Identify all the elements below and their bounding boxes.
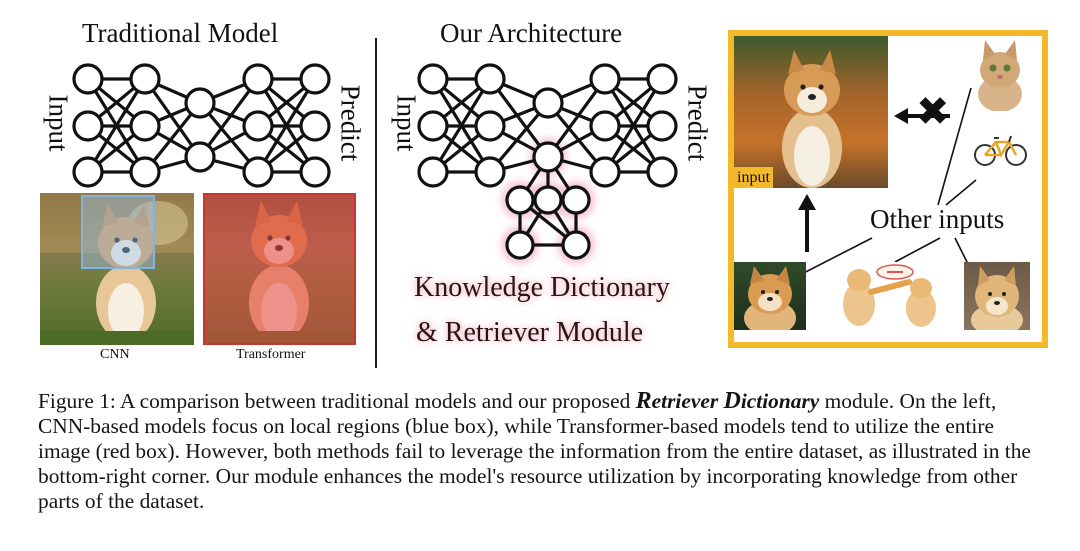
cnn-local-region-box — [81, 195, 155, 269]
caption-d-cap: D — [723, 388, 741, 414]
figure-caption: Figure 1: A comparison between tradition… — [38, 389, 1048, 514]
caption-r-rest: etriever — [651, 389, 724, 413]
caption-r-cap: R — [635, 388, 652, 414]
cat-image — [971, 36, 1030, 111]
knowledge-dictionary-label: Knowledge Dictionary — [414, 272, 670, 303]
transformer-dog-image — [203, 193, 356, 345]
transformer-global-overlay — [203, 193, 356, 345]
left-input-label: Input — [43, 94, 74, 152]
cheems-meme-image — [829, 262, 961, 330]
input-dog-image: input — [734, 36, 888, 188]
transformer-label: Transformer — [236, 347, 306, 362]
cnn-label: CNN — [100, 347, 130, 362]
caption-suffix: module. On the left, CNN-based models fo… — [38, 389, 1031, 513]
our-architecture-diagram — [417, 63, 678, 264]
other-inputs-label: Other inputs — [870, 204, 1005, 234]
cnn-dog-image — [40, 193, 194, 345]
caption-d-rest: ictionary — [740, 389, 820, 413]
caption-prefix: Figure 1: A comparison between tradition… — [38, 389, 636, 413]
blocked-arrow — [894, 108, 950, 124]
cross-icon: ✖ — [916, 89, 950, 135]
input-tag: input — [734, 167, 773, 188]
doge-image — [964, 262, 1030, 330]
doge-small-image — [734, 262, 806, 330]
traditional-network-diagram — [72, 63, 331, 188]
middle-predict-label: Predict — [682, 84, 713, 162]
bicycle-image — [971, 122, 1030, 180]
panel-divider — [375, 38, 377, 368]
up-arrow — [798, 194, 816, 252]
our-architecture-title: Our Architecture — [440, 18, 623, 48]
retriever-module-label: & Retriever Module — [416, 317, 644, 348]
traditional-model-title: Traditional Model — [82, 18, 279, 48]
